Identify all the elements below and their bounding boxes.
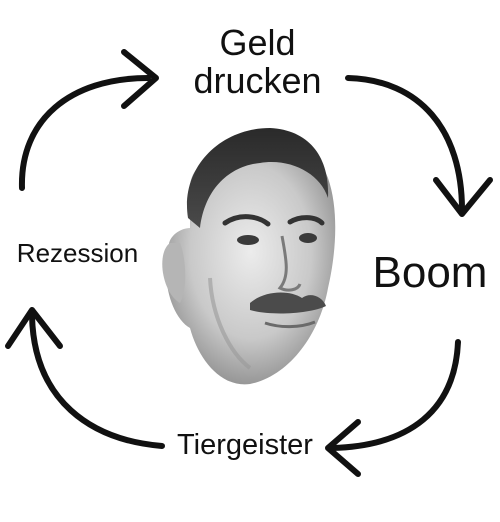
- label-tiergeister: Tiergeister: [177, 429, 313, 461]
- arrowhead-top-right: [433, 177, 493, 217]
- arrowhead-top-left: [121, 49, 159, 109]
- arrow-tiergeister-to-rezession: [29, 313, 165, 449]
- arrowhead-bottom-left: [5, 307, 63, 349]
- arrow-geld-drucken-to-boom: [345, 75, 465, 213]
- label-geld-drucken-line1: Geld: [219, 22, 296, 63]
- arrow-boom-to-tiergeister: [329, 339, 461, 451]
- portrait-photo: [162, 128, 336, 385]
- arrowhead-bottom-right: [325, 419, 361, 477]
- label-rezession: Rezession: [16, 238, 139, 268]
- arrow-rezession-to-geld-drucken: [18, 75, 151, 191]
- label-geld-drucken-line2: drucken: [193, 59, 322, 101]
- label-geld-drucken: Geld drucken: [175, 24, 340, 100]
- label-boom: Boom: [372, 248, 488, 297]
